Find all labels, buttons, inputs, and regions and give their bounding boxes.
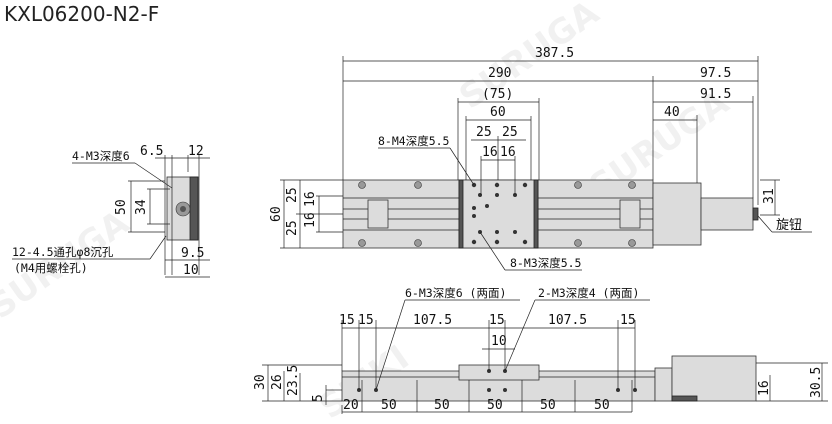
dim-15-a: 15 [339,313,355,328]
dim-23-5: 23.5 [286,365,301,396]
svg-text:SURUGA: SURUGA [452,0,607,117]
dim-overall: 387.5 [535,46,574,61]
dim-16-right: 16 [500,145,516,160]
dim-height-60: 60 [269,206,284,222]
dim-30: 30 [253,374,268,390]
dim-34: 34 [134,199,149,215]
mount-note: 12-4.5通孔φ8沉孔 [12,245,114,259]
dim-6-5: 6.5 [140,144,163,159]
model-title: KXL06200-N2-F [4,2,160,26]
dim-31: 31 [762,188,777,204]
dim-50: 50 [114,199,129,215]
dim-carriage: (75) [482,87,513,102]
dim-50-3: 50 [487,398,503,413]
dim-body: 290 [488,66,511,81]
motor-block [652,182,702,246]
mount-note-sub: (M4用螺栓孔) [14,261,88,275]
knob-label: 旋钮 [776,218,802,233]
dim-16-bottom: 16 [303,212,318,228]
side-motor [671,355,757,402]
dim-25-right: 25 [502,125,518,140]
end-view: 6.5 12 4-M3深度6 50 34 12-4.5通孔φ8沉孔 (M4用螺栓… [12,144,210,278]
dim-10-side: 10 [491,334,507,349]
dim-40: 40 [664,105,680,120]
motor [700,197,754,231]
dim-16-top: 16 [303,191,318,207]
dim-50-1: 50 [381,398,397,413]
dim-25-top: 25 [285,187,300,203]
end-plate [189,176,199,241]
stage-carriage [458,179,539,249]
side-view: 6-M3深度6 (两面) 2-M3深度4 (两面) 15 15 107.5 15… [253,286,828,414]
top-view: 387.5 290 97.5 (75) 91.5 60 40 25 25 16 … [269,46,812,271]
dim-50-2: 50 [434,398,450,413]
note-2m3: 2-M3深度4 (两面) [538,286,639,300]
dim-50-5: 50 [594,398,610,413]
m3-note: 8-M3深度5.5 [510,256,581,270]
dim-16-motor: 16 [757,380,772,396]
dim-30-5: 30.5 [809,367,824,398]
base-mount-holes [358,181,636,247]
side-motor-block [654,367,673,402]
dim-20: 20 [343,398,359,413]
dim-60: 60 [490,105,506,120]
dim-25-left: 25 [476,125,492,140]
dim-50-4: 50 [540,398,556,413]
dim-15-b: 15 [358,313,374,328]
dim-97-5: 97.5 [700,66,731,81]
dim-26: 26 [270,374,285,390]
dim-15-d: 15 [620,313,636,328]
dim-107-5-a: 107.5 [413,313,452,328]
dim-91-5: 91.5 [700,87,731,102]
dim-15-c: 15 [489,313,505,328]
dim-107-5-b: 107.5 [548,313,587,328]
knob-icon [752,207,759,221]
m4-note: 8-M4深度5.5 [378,134,449,148]
dim-5: 5 [311,394,326,402]
side-carriage [458,364,540,381]
dim-12: 12 [188,144,204,159]
dim-25-bottom: 25 [285,220,300,236]
dim-9-5: 9.5 [181,246,204,261]
note-6m3: 6-M3深度6 (两面) [405,286,506,300]
dim-10: 10 [183,263,199,278]
hole-note: 4-M3深度6 [72,149,130,163]
dim-16-left: 16 [482,145,498,160]
